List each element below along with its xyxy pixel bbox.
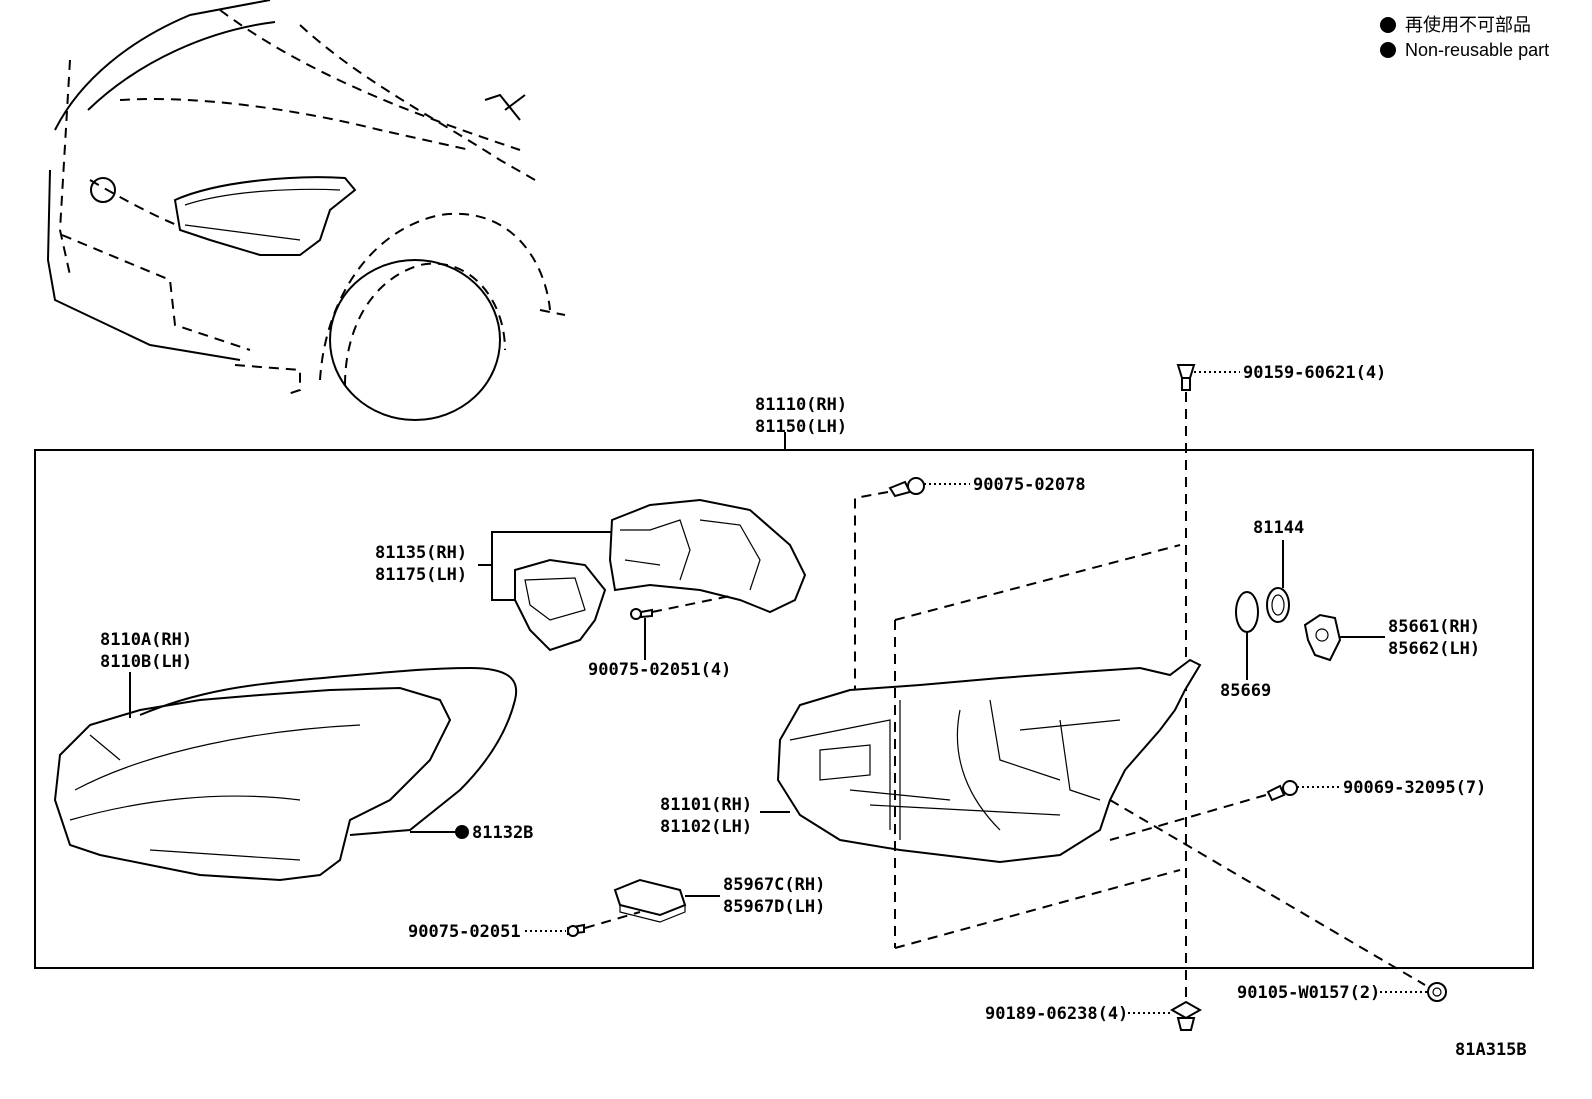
housing-part: 81101(RH) 81102(LH) xyxy=(660,544,1202,949)
extension-rh-label: 81135(RH) xyxy=(375,543,467,563)
ecu-lh-label: 85967D(LH) xyxy=(723,897,825,917)
oring-part: 85669 xyxy=(1220,591,1271,701)
nut-bottom: 90189-06238(4) xyxy=(985,1000,1203,1031)
extension-part: 81135(RH) 81175(LH) 90075-02051(4) xyxy=(375,498,807,680)
legend-bullet-icon xyxy=(1380,17,1396,33)
clip-part: 90105-W0157(2) xyxy=(1109,799,1447,1003)
screw-side-label: 90069-32095(7) xyxy=(1343,778,1486,798)
motor-part: 85661(RH) 85662(LH) xyxy=(1303,613,1480,662)
legend-en: Non-reusable part xyxy=(1405,40,1549,60)
non-reusable-bullet-icon xyxy=(455,825,469,839)
gasket-label: 81132B xyxy=(472,823,533,843)
housing-rh-label: 81101(RH) xyxy=(660,795,752,815)
assy-rh-label: 81110(RH) xyxy=(755,395,847,415)
motor-lh-label: 85662(LH) xyxy=(1388,639,1480,659)
lens-lh-label: 8110B(LH) xyxy=(100,652,192,672)
screw-top-label: 90075-02078 xyxy=(973,475,1086,495)
cap-part: 81144 xyxy=(1253,518,1304,623)
screw-ecu-label: 90075-02051 xyxy=(408,922,521,942)
cap-label: 81144 xyxy=(1253,518,1304,538)
motor-rh-label: 85661(RH) xyxy=(1388,617,1480,637)
ecu-part: 85967C(RH) 85967D(LH) 90075-02051 xyxy=(408,875,825,942)
screw-extension-label: 90075-02051(4) xyxy=(588,660,731,680)
lens-part: 8110A(RH) 8110B(LH) 81132B xyxy=(53,630,533,882)
extension-lh-label: 81175(LH) xyxy=(375,565,467,585)
diagram-code: 81A315B xyxy=(1455,1040,1527,1060)
bolt-top: 90159-60621(4) xyxy=(1176,363,1386,1000)
bolt-top-label: 90159-60621(4) xyxy=(1243,363,1386,383)
oring-label: 85669 xyxy=(1220,681,1271,701)
legend-jp: 再使用不可部品 xyxy=(1405,15,1531,35)
screw-side: 90069-32095(7) xyxy=(1109,778,1486,841)
clip-label: 90105-W0157(2) xyxy=(1237,983,1380,1003)
lens-rh-label: 8110A(RH) xyxy=(100,630,192,650)
legend: 再使用不可部品 Non-reusable part xyxy=(1380,15,1549,60)
ecu-rh-label: 85967C(RH) xyxy=(723,875,825,895)
vehicle-front-illustration xyxy=(46,0,566,421)
nut-bottom-label: 90189-06238(4) xyxy=(985,1004,1128,1024)
legend-bullet-icon xyxy=(1380,42,1396,58)
housing-lh-label: 81102(LH) xyxy=(660,817,752,837)
assy-lh-label: 81150(LH) xyxy=(755,417,847,437)
screw-top: 90075-02078 xyxy=(854,475,1086,700)
